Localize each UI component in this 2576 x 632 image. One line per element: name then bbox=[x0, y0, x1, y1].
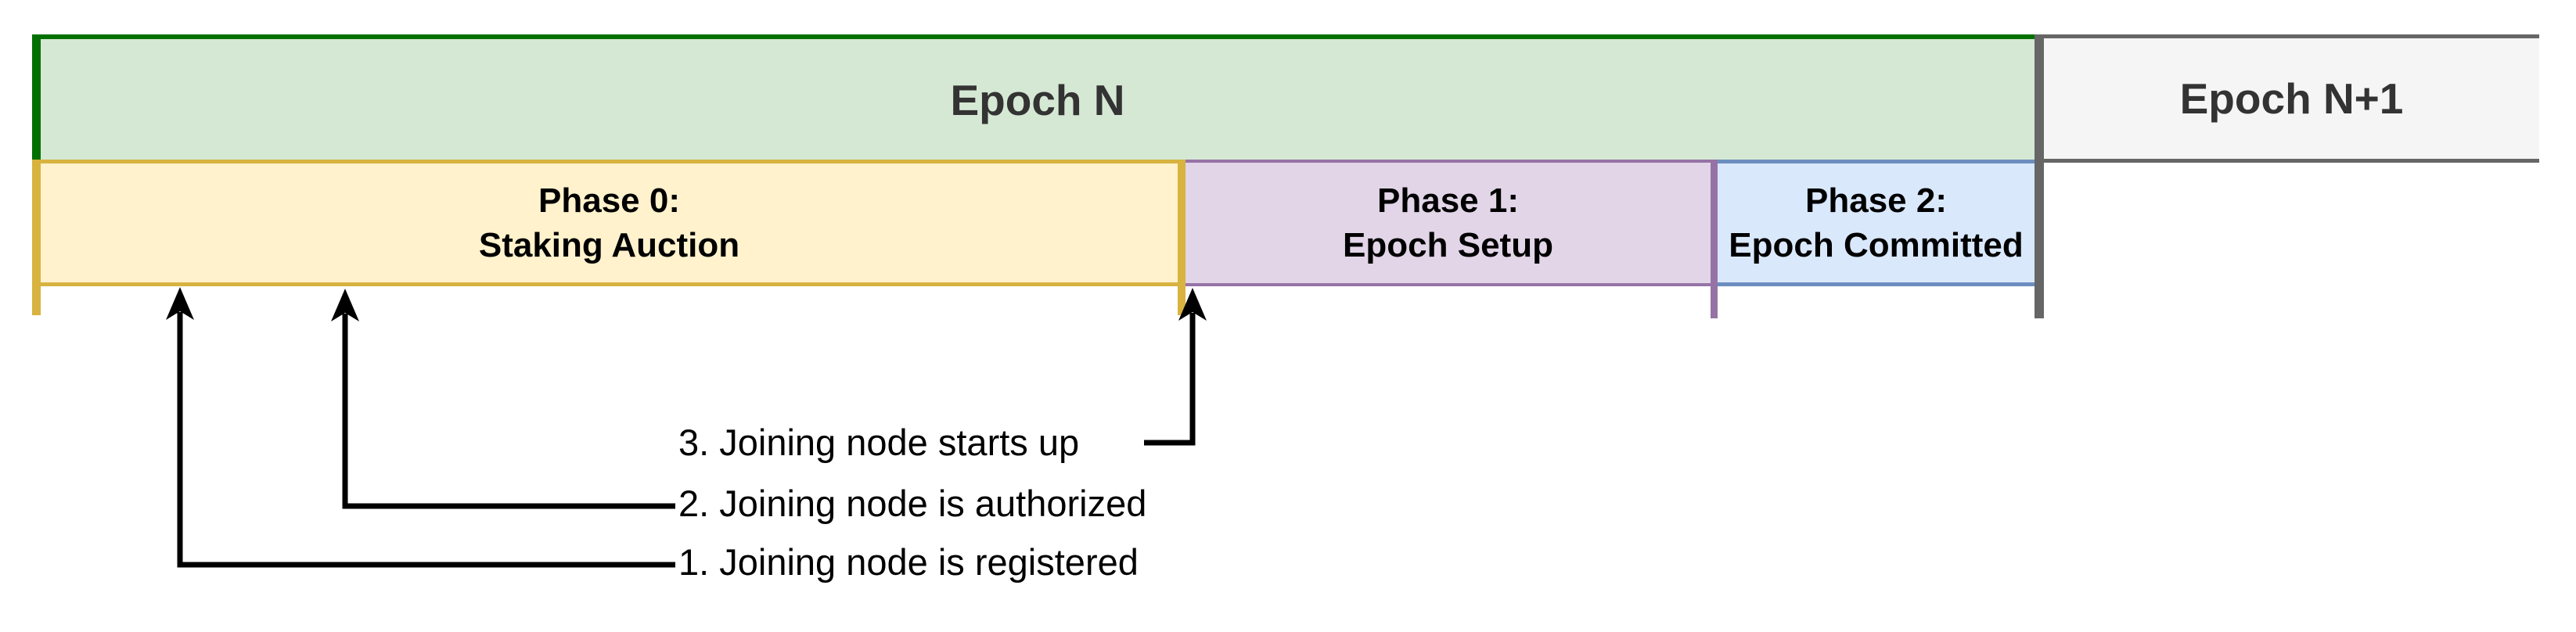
phase-2-label-line2: Epoch Committed bbox=[1729, 226, 2024, 264]
event-label-1-joining-node-registered: 1. Joining node is registered bbox=[678, 541, 1139, 583]
epoch-n-bar: Epoch N bbox=[32, 34, 2035, 160]
epoch-start-tick bbox=[32, 286, 41, 315]
phase-1-end-tick bbox=[1711, 286, 1718, 318]
epoch-boundary-divider bbox=[2035, 34, 2044, 318]
phase-1-label: Phase 1: Epoch Setup bbox=[1343, 178, 1553, 268]
arrow-event-3-line bbox=[1144, 313, 1196, 446]
phase-0-label-line2: Staking Auction bbox=[478, 226, 740, 264]
epoch-n-label: Epoch N bbox=[950, 75, 1125, 124]
event-label-3-joining-node-starts-up: 3. Joining node starts up bbox=[678, 422, 1080, 463]
phase-0-label-line1: Phase 0: bbox=[538, 181, 680, 220]
arrow-event-2-line bbox=[342, 314, 675, 509]
phase-2-label-line1: Phase 2: bbox=[1805, 181, 1947, 220]
arrow-event-1-head-icon bbox=[166, 287, 194, 320]
phase-0-end-tick bbox=[1178, 286, 1185, 315]
epoch-n-plus-1-bar: Epoch N+1 bbox=[2044, 34, 2539, 163]
epoch-n-plus-1-label: Epoch N+1 bbox=[2179, 74, 2404, 123]
phase-0-label: Phase 0: Staking Auction bbox=[479, 178, 739, 268]
arrow-event-2-authorized bbox=[331, 289, 675, 509]
phase-1-label-line1: Phase 1: bbox=[1377, 181, 1519, 220]
phase-2-epoch-committed-bar: Phase 2: Epoch Committed bbox=[1718, 160, 2035, 286]
arrow-event-1-registered bbox=[166, 287, 675, 568]
event-label-2-joining-node-authorized: 2. Joining node is authorized bbox=[678, 483, 1147, 524]
phase-2-label: Phase 2: Epoch Committed bbox=[1729, 178, 2023, 268]
arrow-event-2-head-icon bbox=[331, 289, 359, 321]
arrow-event-1-line bbox=[177, 312, 675, 568]
arrow-event-3-starts-up bbox=[1144, 288, 1207, 446]
phase-1-label-line2: Epoch Setup bbox=[1343, 226, 1553, 264]
phase-0-staking-auction-bar: Phase 0: Staking Auction bbox=[32, 160, 1185, 286]
phase-1-epoch-setup-bar: Phase 1: Epoch Setup bbox=[1185, 160, 1718, 286]
